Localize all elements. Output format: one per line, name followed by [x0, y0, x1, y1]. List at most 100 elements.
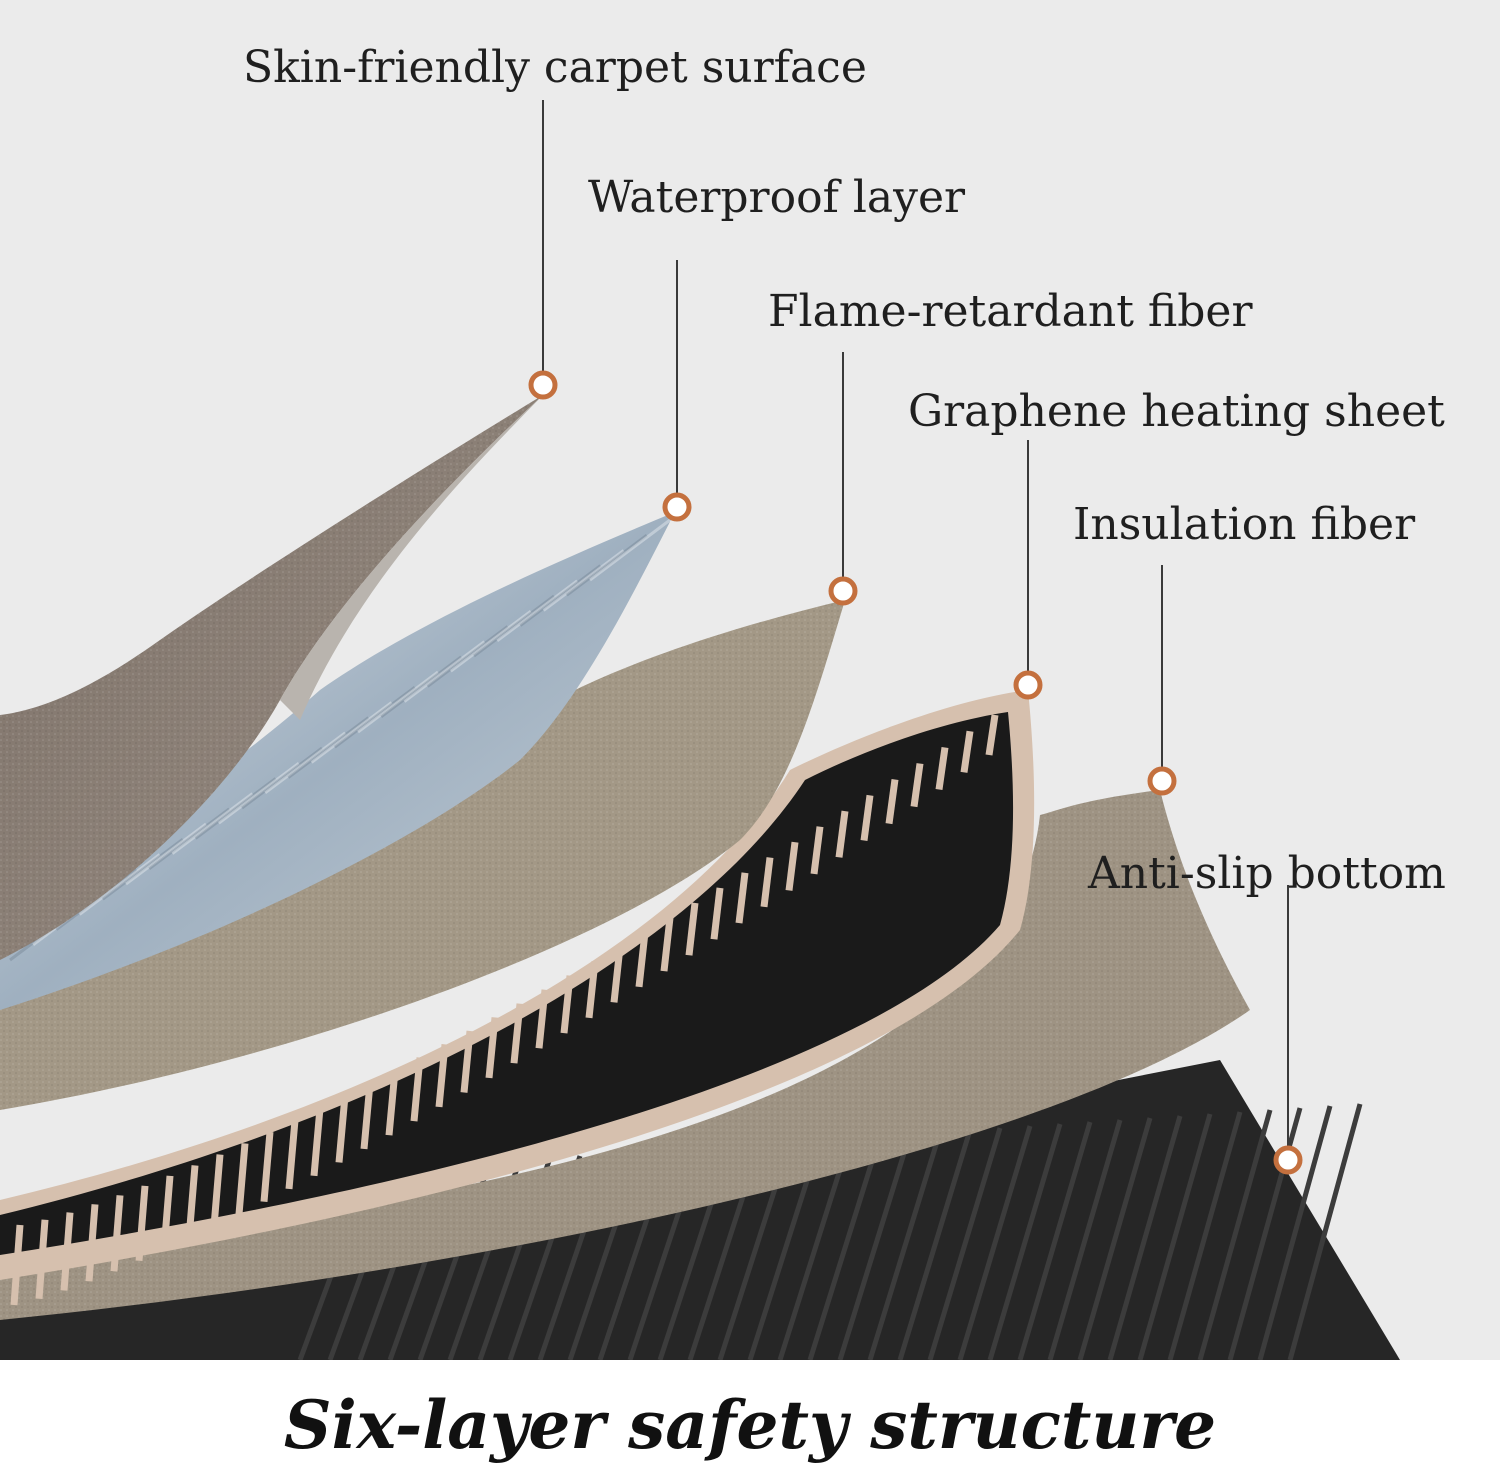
heating-strip-divider [110, 1195, 124, 1272]
waterproof-streak [357, 670, 439, 734]
heating-strip-divider [460, 1030, 474, 1093]
waterproof-streak [449, 610, 532, 673]
heating-strip-divider [910, 763, 924, 808]
marker-4 [1013, 670, 1043, 700]
heating-strip-divider [835, 810, 849, 858]
waterproof-streak [78, 853, 161, 916]
anti-slip-ridge [957, 1125, 1033, 1360]
heating-strip-divider [210, 1154, 224, 1227]
anti-slip-ridge [1197, 1109, 1273, 1360]
heating-strip-divider [885, 779, 899, 825]
waterproof-streak [148, 807, 231, 870]
heating-strip-divider [560, 975, 574, 1034]
anti-slip-ridge [807, 1135, 883, 1360]
heating-strip-divider [435, 1044, 449, 1108]
marker-2 [662, 492, 692, 522]
heating-strip-divider [535, 989, 549, 1049]
heating-strip-divider [85, 1204, 99, 1282]
markers [528, 370, 1303, 1175]
heating-strip-divider [60, 1212, 74, 1291]
layer-structure-diagram: Skin-friendly carpet surface Waterproof … [0, 0, 1500, 1360]
heating-strip-divider [610, 946, 624, 1003]
heating-strip-divider [385, 1070, 399, 1136]
waterproof-streak [589, 518, 671, 582]
waterproof-streak [519, 564, 602, 627]
waterproof-streak [380, 655, 463, 718]
waterproof-streak [403, 640, 486, 703]
label-graphene-heating-sheet: Graphene heating sheet [908, 386, 1445, 437]
anti-slip-ridge [1167, 1111, 1243, 1360]
waterproof-streak [287, 716, 370, 779]
waterproof-streak [101, 838, 184, 901]
heating-strip-divider [35, 1219, 49, 1300]
waterproof-streak [473, 594, 555, 658]
label-insulation-fiber: Insulation fiber [1073, 499, 1416, 550]
caption-title: Six-layer safety structure [283, 1386, 1217, 1464]
anti-slip-ridge [867, 1131, 943, 1360]
heating-strip-divider [985, 714, 999, 756]
heating-strip-divider [335, 1095, 349, 1163]
anti-slip-ridge [777, 1137, 853, 1360]
heating-strip-divider [360, 1082, 374, 1150]
anti-slip-ridge [1107, 1115, 1183, 1360]
insulation-fiber-layer [0, 790, 1250, 1320]
marker-1 [528, 370, 558, 400]
heating-strip-divider [485, 1017, 499, 1079]
anti-slip-ridge [1047, 1119, 1123, 1360]
heating-strip-divider [260, 1131, 274, 1202]
layers-illustration [0, 100, 1400, 1360]
marker-3 [828, 576, 858, 606]
waterproof-streak [565, 534, 648, 597]
label-anti-slip-bottom: Anti-slip bottom [1088, 848, 1446, 899]
heating-strip-divider [635, 932, 649, 988]
waterproof-streak [426, 625, 509, 688]
waterproof-streak [264, 731, 347, 794]
waterproof-streak [542, 549, 625, 612]
heating-strip-divider [935, 746, 949, 791]
waterproof-streak [333, 686, 416, 749]
waterproof-streak [171, 792, 254, 855]
marker-6 [1273, 1145, 1303, 1175]
carpet-surface-layer [0, 395, 543, 960]
label-carpet-surface: Skin-friendly carpet surface [243, 42, 867, 93]
marker-5 [1147, 766, 1177, 796]
anti-slip-ridge [1257, 1105, 1333, 1360]
heating-strip-divider [10, 1224, 24, 1306]
heating-strip-divider [810, 826, 824, 875]
heating-strip-divider [735, 872, 749, 924]
leader-lines [542, 100, 1289, 1147]
waterproof-streak [241, 746, 323, 810]
waterproof-streak [194, 777, 277, 840]
heating-strip-divider [710, 887, 724, 940]
heating-strip-divider [160, 1175, 174, 1250]
anti-slip-ridge [1017, 1121, 1093, 1360]
heating-strip-divider [510, 1003, 524, 1064]
flame-retardant-fiber-layer [0, 600, 845, 1110]
heating-strip-divider [660, 917, 674, 972]
heating-strip-divider [185, 1165, 199, 1239]
waterproof-streak [496, 579, 579, 642]
label-waterproof-layer: Waterproof layer [588, 172, 966, 223]
anti-slip-ridge [1137, 1113, 1213, 1360]
waterproof-streak [310, 701, 393, 764]
anti-slip-ridge [1077, 1117, 1153, 1360]
heating-strip-divider [860, 794, 874, 841]
heating-strip-divider [785, 841, 799, 891]
anti-slip-ridge [837, 1133, 913, 1360]
waterproof-streak [125, 822, 207, 886]
anti-slip-ridge [897, 1129, 973, 1360]
heating-strip-divider [960, 730, 974, 773]
heating-strip-divider [135, 1185, 149, 1262]
label-flame-retardant-fiber: Flame-retardant fiber [768, 286, 1253, 337]
graphene-heating-sheet-layer [0, 690, 1035, 1306]
anti-slip-ridge [927, 1127, 1003, 1360]
heating-strip-divider [310, 1107, 324, 1177]
anti-slip-ridge [987, 1123, 1063, 1360]
heating-strip-divider [285, 1119, 299, 1190]
heating-strip-divider [685, 902, 699, 956]
heating-strips [10, 714, 999, 1306]
heating-strip-divider [760, 857, 774, 908]
heating-strip-divider [410, 1057, 424, 1122]
waterproof-streak [217, 762, 300, 825]
heating-strip-divider [235, 1143, 249, 1215]
